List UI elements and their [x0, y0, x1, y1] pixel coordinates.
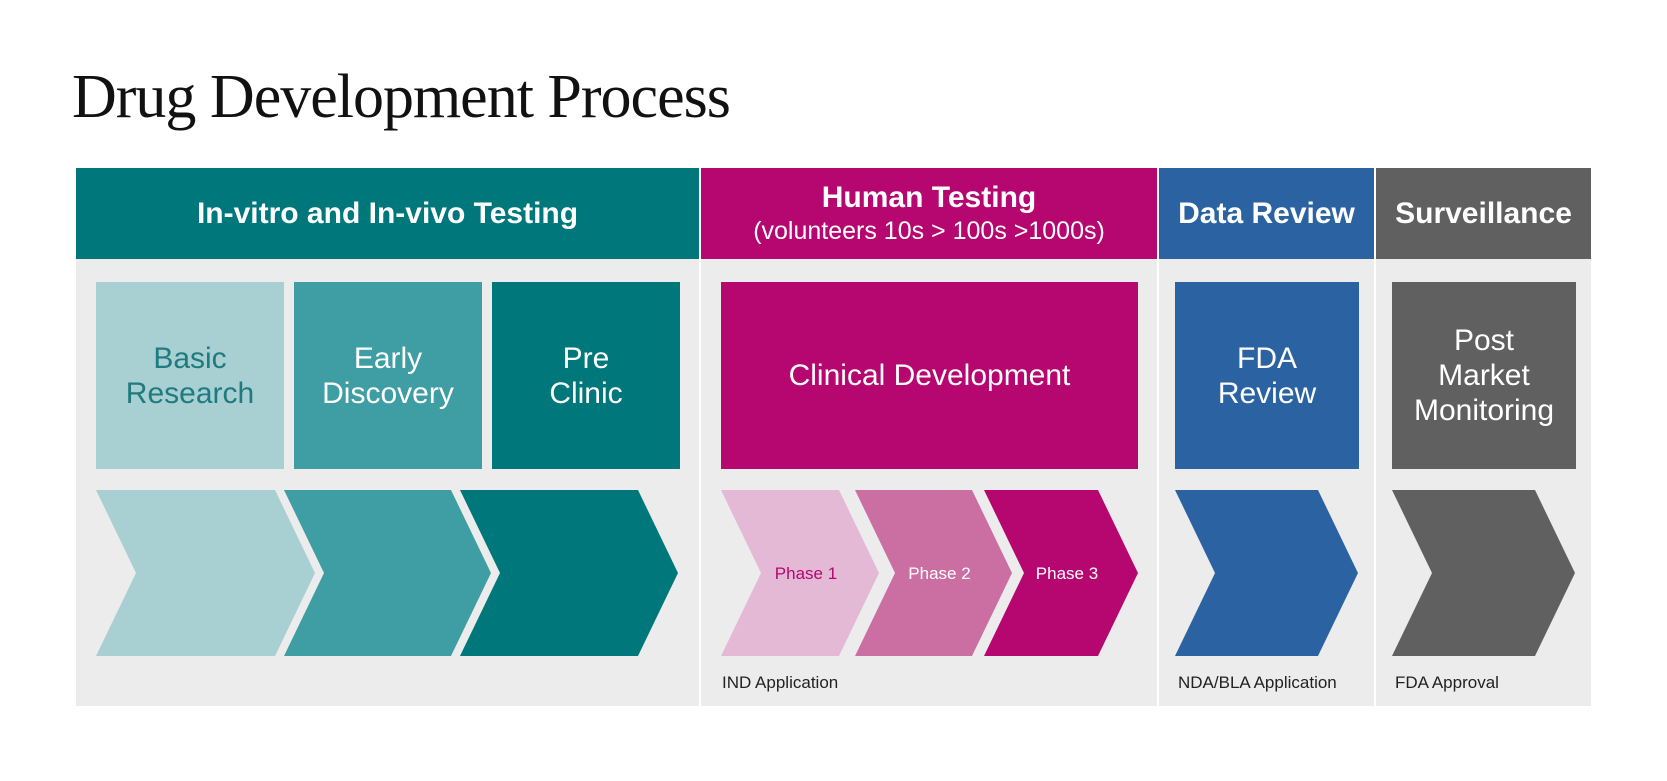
chevron-arrow-human-testing-1: [721, 490, 879, 656]
chevron-arrow-testing-3: [460, 490, 678, 656]
stage-box-post-market-monitoring: Post Market Monitoring: [1392, 282, 1576, 469]
chevron-arrow-surveillance-1: [1392, 490, 1575, 656]
chevron-arrow-human-testing-3: [984, 490, 1138, 656]
stage-box-basic-research: Basic Research: [96, 282, 284, 469]
chevron-arrow-testing-2: [284, 490, 491, 656]
phase-label: Phase 1: [775, 564, 837, 583]
stage-header-title: Surveillance: [1395, 196, 1572, 230]
milestone-note-surveillance: FDA Approval: [1395, 673, 1499, 692]
stage-header-title: In-vitro and In-vivo Testing: [196, 196, 579, 230]
milestone-note-data-review: NDA/BLA Application: [1178, 673, 1337, 692]
chevron-arrow-human-testing-2: [855, 490, 1012, 656]
chevron-arrow-testing-1: [96, 490, 315, 656]
stage-header-title: Human Testing: [821, 181, 1037, 214]
stage-header-data-review: Data Review: [1159, 168, 1374, 259]
chevron-arrow-data-review-1: [1175, 490, 1358, 656]
stage-header-human-testing: Human Testing (volunteers 10s > 100s >100…: [701, 168, 1157, 259]
milestone-note-human-testing: IND Application: [722, 673, 839, 692]
stage-header-subtitle: (volunteers 10s > 100s >1000s): [753, 217, 1105, 245]
stage-header-surveillance: Surveillance: [1376, 168, 1591, 259]
stage-header-title: Data Review: [1178, 196, 1355, 230]
page-title: Drug Development Process: [72, 63, 731, 131]
phase-label: Phase 2: [908, 564, 970, 583]
stage-box-pre-clinic: Pre Clinic: [492, 282, 680, 469]
phase-label: Phase 3: [1036, 564, 1098, 583]
stage-box-early-discovery: Early Discovery: [294, 282, 482, 469]
stage-header-testing: In-vitro and In-vivo Testing: [76, 168, 699, 259]
stage-box-clinical-development: Clinical Development: [721, 282, 1138, 469]
stage-box-fda-review: FDA Review: [1175, 282, 1359, 469]
